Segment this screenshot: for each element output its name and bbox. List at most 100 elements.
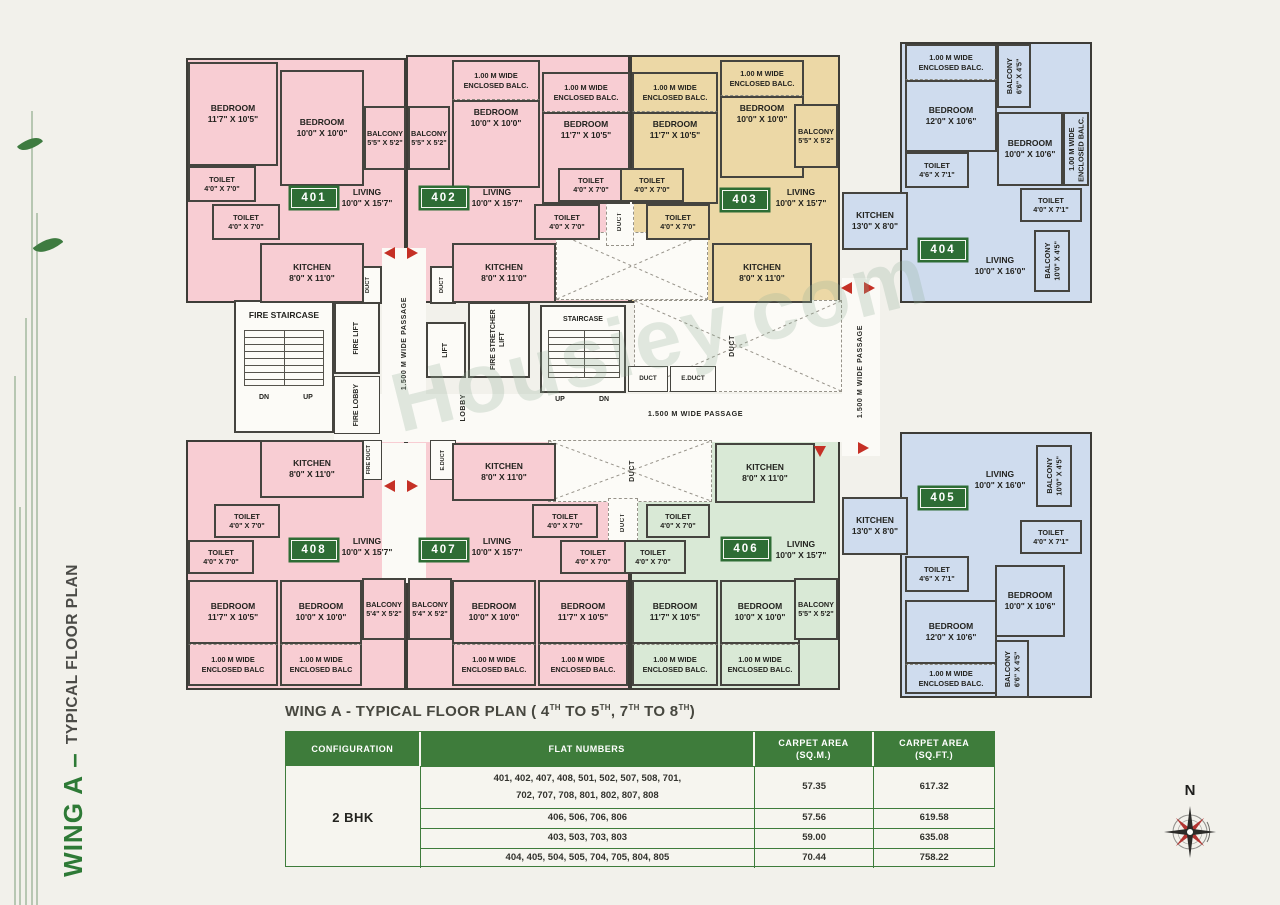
entry-arrow-down-icon [814,446,826,457]
unit-badge-407: 407 [421,540,467,560]
duct-label: DUCT [620,513,626,533]
staircase-label: STAIRCASE [563,315,603,323]
side-title-sub: TYPICAL FLOOR PLAN [63,563,81,744]
stair-dn-label: DN [258,394,270,402]
central-passage-south [382,443,426,583]
duct-shaft [606,196,634,246]
central-passage-north [382,248,426,396]
educt-box: E.DUCT [430,440,456,480]
table-header-row: CONFIGURATION FLAT NUMBERS CARPET AREA(S… [286,732,994,766]
sqm-cell: 59.00 [755,829,875,848]
fire-stretcher-lift-room: FIRE STRETCHER LIFT [468,302,530,378]
flats-cell: 403, 503, 703, 803 [421,829,755,848]
unit-badge-401: 401 [291,188,337,208]
passage-label-vertical: 1.500 M WIDE PASSAGE [856,325,864,419]
side-title-wing: WING A – [57,743,88,877]
educt-box: E.DUCT [670,366,716,392]
fire-staircase-label: FIRE STAIRCASE [248,310,320,321]
entry-arrow-left-icon [384,247,395,259]
configuration-cell: 2 BHK [286,766,421,868]
table-row: 404, 405, 504, 505, 704, 705, 804, 805 7… [421,848,994,868]
plan-title: WING A - TYPICAL FLOOR PLAN ( 4TH TO 5TH… [285,703,696,720]
entry-arrow-left-icon [841,282,852,294]
unit-badge-406: 406 [723,539,769,559]
fire-lift-room: FIRE LIFT [334,302,380,374]
entry-arrow-right-icon [864,282,875,294]
flats-cell: 401, 402, 407, 408, 501, 502, 507, 508, … [421,767,755,808]
duct-label: DUCT [617,212,623,232]
sidebar-line [25,318,27,905]
sqft-cell: 758.22 [919,852,949,864]
flats-cell: 404, 405, 504, 505, 704, 705, 804, 805 [421,849,755,868]
duct-shaft-large [634,300,842,392]
sqm-cell: 57.35 [755,767,875,808]
lift-room: LIFT [426,322,466,378]
side-vertical-title: WING A – TYPICAL FLOOR PLAN [50,555,96,885]
duct-label: DUCT [728,335,736,357]
unit-badge-405: 405 [920,488,966,508]
right-passage [842,278,880,456]
table-row: 401, 402, 407, 408, 501, 502, 507, 508, … [421,766,994,808]
header-configuration: CONFIGURATION [286,732,421,766]
compass: N [1158,782,1222,869]
sidebar-line [36,213,38,905]
stair-up-label: UP [303,394,313,402]
duct-box: DUCT [628,366,668,392]
header-flat-numbers: FLAT NUMBERS [421,732,755,766]
unit-badge-408: 408 [291,540,337,560]
fire-lobby-room: FIRE LOBBY [334,376,380,434]
duct-shaft [608,498,638,546]
lobby-label: LOBBY [459,394,467,422]
staircase-steps [548,330,620,378]
